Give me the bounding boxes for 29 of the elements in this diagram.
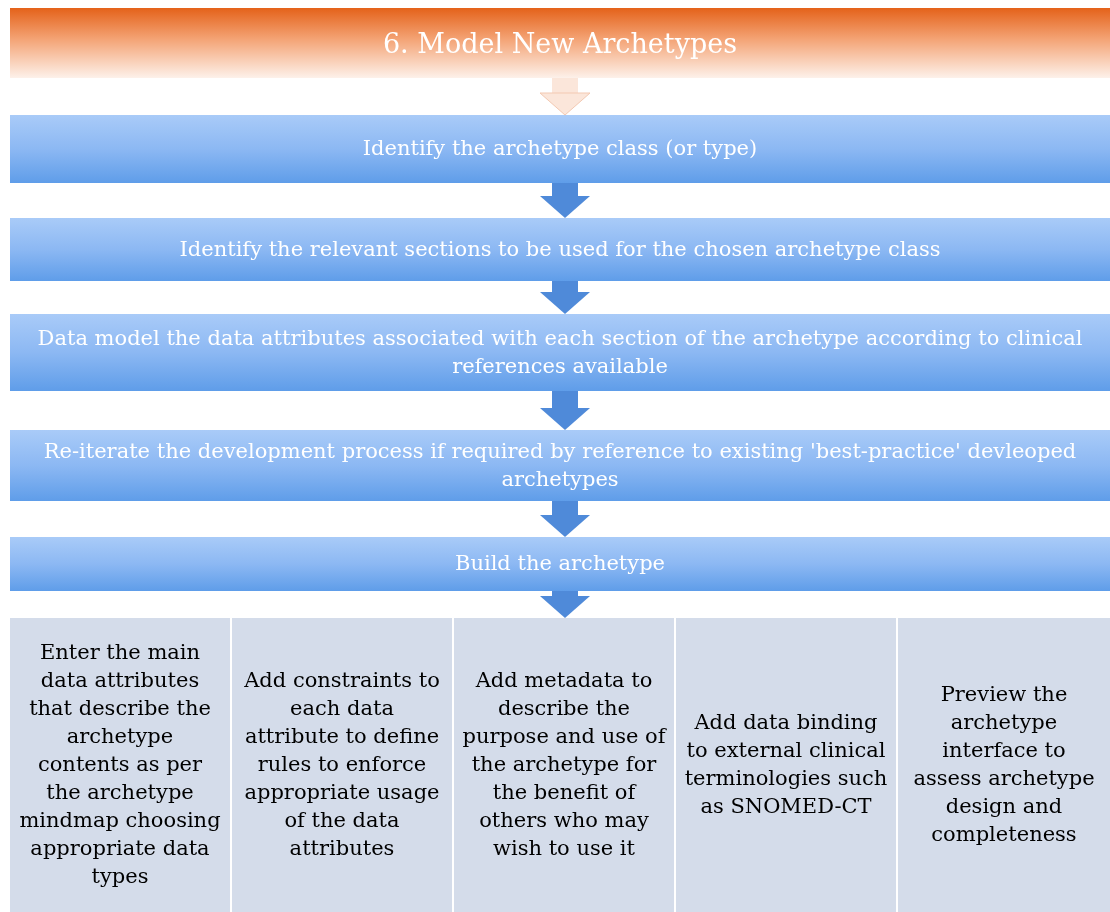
- process-bar: [10, 314, 1110, 391]
- header-banner: [10, 8, 1110, 78]
- step-text: Preview the archetype interface to assess archetype design and completeness: [912, 681, 1096, 848]
- step-text: Identify the archetype class (or type): [362, 135, 758, 163]
- process-bar: [10, 537, 1110, 591]
- step-text: Add metadata to describe the purpose and use of the archetype for the benefit of others who may wish to use it: [462, 667, 666, 862]
- process-bar: [10, 115, 1110, 183]
- process-bar: [10, 430, 1110, 501]
- step-text: Add constraints to each data attribute to define rules to enforce appropriate usage of the data attributes: [243, 667, 441, 862]
- task-cell: [10, 618, 230, 912]
- step-text: Re-iterate the development process if required by reference to existing 'best-practice' devleoped archetypes: [42, 438, 1078, 493]
- task-cell: [232, 618, 452, 912]
- arrow: [540, 391, 590, 430]
- arrow: [540, 183, 590, 218]
- step-text: Enter the main data attributes that describe the archetype contents as per the archetype mindmap choosing appropriate data types: [18, 639, 222, 890]
- title-text: 6. Model New Archetypes: [382, 27, 738, 59]
- process-bar: [10, 218, 1110, 281]
- task-cell: [454, 618, 674, 912]
- arrow: [539, 78, 591, 116]
- step-text: Identify the relevant sections to be used for the chosen archetype class: [179, 235, 941, 263]
- step-text: Add data binding to external clinical terminologies such as SNOMED-CT: [684, 709, 888, 820]
- step-text: Data model the data attributes associated with each section of the archetype according to clinical references available: [36, 325, 1084, 380]
- task-cell: [676, 618, 896, 912]
- arrow: [540, 591, 590, 618]
- task-panel: [10, 618, 1110, 912]
- task-cell: [898, 618, 1110, 912]
- arrow: [540, 501, 590, 537]
- arrow: [540, 281, 590, 314]
- step-text: Build the archetype: [455, 550, 665, 578]
